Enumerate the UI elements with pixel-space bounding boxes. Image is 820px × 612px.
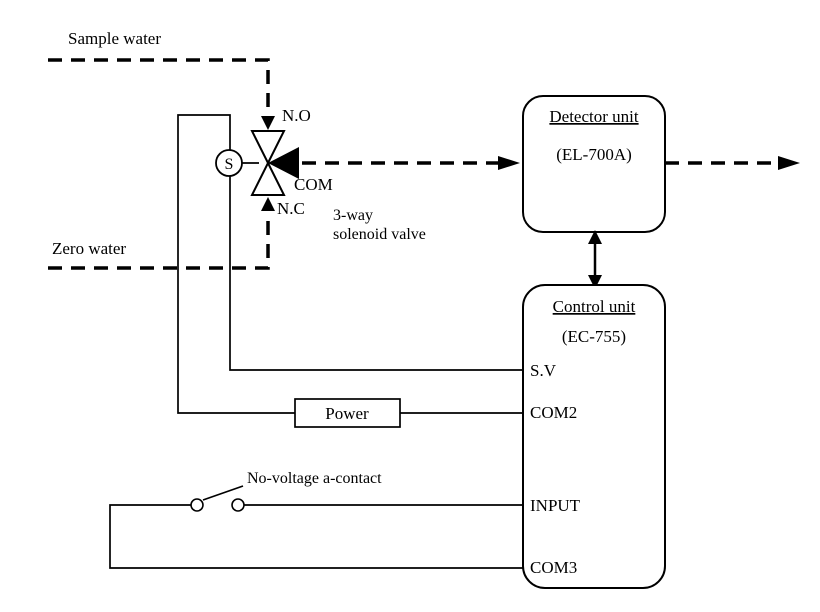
zero-water-pipe	[48, 212, 270, 270]
valve-no-port-triangle	[250, 130, 286, 166]
detector-unit-model: (EL-700A)	[556, 145, 632, 164]
valve-com-port-triangle	[268, 147, 299, 179]
com3-return-wire	[109, 504, 523, 569]
switch-contact-right	[231, 498, 245, 512]
outlet-flow-arrow-icon	[778, 156, 800, 170]
terminal-input-label: INPUT	[530, 496, 581, 515]
detector-unit-title: Detector unit	[549, 107, 638, 126]
valve-name-line1: 3-way	[333, 207, 373, 224]
no-port-label: N.O	[282, 106, 311, 125]
sample-flow-arrow-icon	[261, 116, 275, 130]
zero-water-label: Zero water	[52, 239, 126, 258]
a-contact-switch	[190, 485, 245, 512]
zero-flow-arrow-icon	[261, 197, 275, 211]
valve-name-line2: solenoid valve	[333, 226, 426, 243]
detector-control-link-arrow	[588, 230, 602, 289]
control-unit-box	[522, 284, 666, 589]
sv-wire	[229, 176, 523, 371]
power-label: Power	[325, 404, 369, 423]
solenoid-coil-symbol	[215, 149, 243, 177]
link-arrow-down-icon	[588, 275, 602, 289]
contact-label: No-voltage a-contact	[247, 470, 382, 487]
three-way-solenoid-valve: S	[215, 130, 299, 196]
control-unit-title: Control unit	[553, 297, 636, 316]
switch-contact-left	[190, 498, 204, 512]
switch-lever	[202, 485, 244, 501]
terminal-com3-label: COM3	[530, 558, 577, 577]
terminal-sv-label: S.V	[530, 361, 557, 380]
com-flow-arrow-icon	[498, 156, 520, 170]
sample-water-label: Sample water	[68, 29, 161, 48]
valve-nc-port-triangle	[250, 160, 286, 196]
power-box	[294, 398, 401, 428]
coil-return-wire	[177, 114, 295, 414]
nc-port-label: N.C	[277, 199, 305, 218]
control-unit-model: (EC-755)	[562, 327, 626, 346]
link-arrow-up-icon	[588, 230, 602, 244]
com-port-label: COM	[294, 175, 333, 194]
sample-water-pipe	[48, 58, 270, 118]
solenoid-coil-letter: S	[225, 156, 234, 173]
terminal-com2-label: COM2	[530, 403, 577, 422]
